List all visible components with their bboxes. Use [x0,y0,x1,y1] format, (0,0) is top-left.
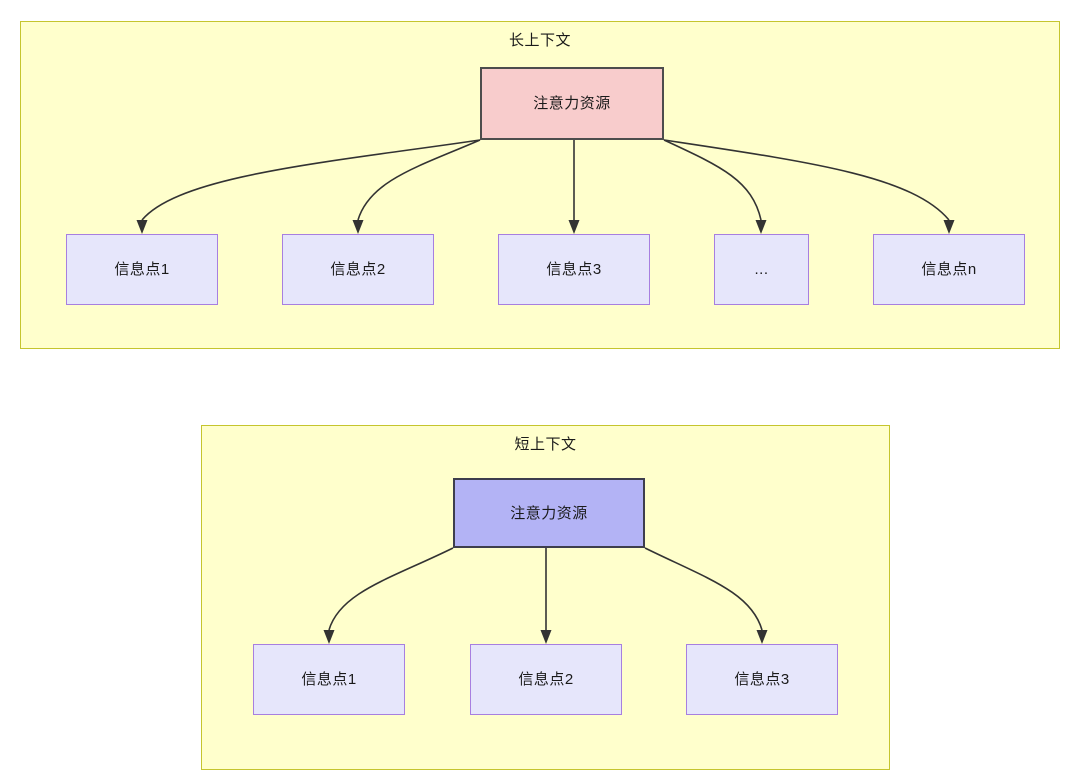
group-long-context-title: 长上下文 [508,32,571,49]
node-long-info-point-2[interactable]: 信息点2 [282,234,434,305]
node-long-info-point-1[interactable]: 信息点1 [66,234,218,305]
node-short-info-point-2[interactable]: 信息点2 [470,644,622,715]
group-short-context-title: 短上下文 [514,436,577,453]
node-label: 信息点1 [301,671,357,688]
node-label: 信息点1 [114,261,170,278]
node-long-info-point-n[interactable]: 信息点n [873,234,1025,305]
node-long-info-point-ellipsis[interactable]: ... [714,234,809,305]
node-short-info-point-3[interactable]: 信息点3 [686,644,838,715]
node-short-info-point-1[interactable]: 信息点1 [253,644,405,715]
node-label: 信息点n [921,261,977,278]
node-label: 信息点3 [734,671,790,688]
node-long-info-point-3[interactable]: 信息点3 [498,234,650,305]
group-short-context: 短上下文 [201,425,890,770]
node-label: 信息点2 [330,261,386,278]
node-label: 注意力资源 [533,95,611,112]
node-label: 信息点3 [546,261,602,278]
node-short-attention-resource[interactable]: 注意力资源 [453,478,645,548]
node-long-attention-resource[interactable]: 注意力资源 [480,67,664,140]
node-label: 注意力资源 [510,504,588,522]
node-label: ... [754,261,769,278]
node-label: 信息点2 [518,671,574,688]
